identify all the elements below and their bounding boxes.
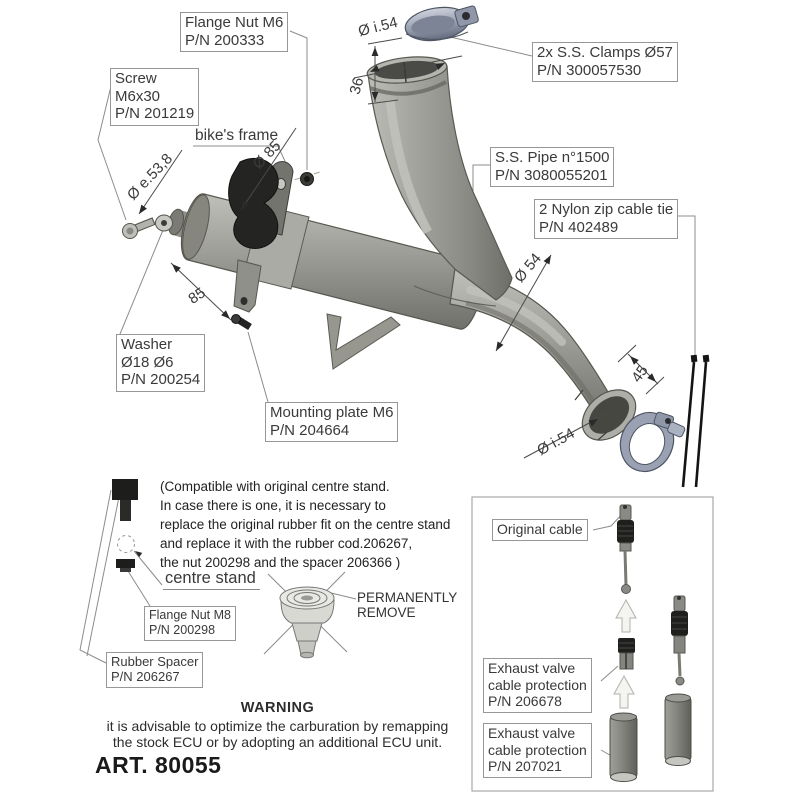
permanently-remove-line: PERMANENTLY (357, 590, 458, 605)
callout-line: P/N 206678 (488, 693, 562, 710)
callout-line: M6x30 (115, 87, 161, 105)
note-line: the nut 200298 and the spacer 206366 ) (160, 555, 401, 570)
callout-line: cable protection (488, 741, 587, 758)
callout-line: cable protection (488, 676, 587, 693)
note-line: (Compatible with original centre stand. (160, 479, 390, 494)
centre-stand-kit-drawing (112, 479, 138, 572)
bikes-frame-label: bike's frame (195, 127, 279, 144)
callout-line: P/N 200254 (121, 371, 201, 389)
cable-protection-upper-callout: Exhaust valve cable protection P/N 20667… (483, 658, 592, 713)
callout-line: Ø18 Ø6 (121, 353, 174, 371)
permanently-remove-label: PERMANENTLY REMOVE (357, 590, 457, 620)
callout-line: Exhaust valve (488, 660, 576, 676)
callout-line: Flange Nut M6 (185, 14, 284, 31)
top-clamp-drawing (404, 5, 479, 42)
zip-tie-callout: 2 Nylon zip cable tie P/N 402489 (534, 199, 679, 240)
warning-block: WARNING it is advisable to optimize the … (55, 700, 500, 750)
callout-line: P/N 200298 (149, 622, 216, 637)
washer-callout: Washer Ø18 Ø6 P/N 200254 (116, 334, 206, 393)
rubber-spacer-callout: Rubber Spacer P/N 206267 (106, 652, 204, 688)
callout-line: Mounting plate M6 (270, 404, 394, 421)
zip-ties-drawing (681, 354, 710, 488)
original-cable-callout: Original cable (492, 519, 588, 541)
callout-line: P/N 300057530 (537, 61, 642, 79)
ss-clamps-callout: 2x S.S. Clamps Ø57 P/N 300057530 (532, 42, 678, 83)
screw-callout: Screw M6x30 P/N 201219 (110, 68, 200, 127)
warning-line: the stock ECU or by adopting an addition… (112, 734, 443, 750)
callout-line: Rubber Spacer (111, 654, 199, 669)
callout-line: P/N 206267 (111, 669, 180, 685)
callout-line: P/N 207021 (488, 758, 562, 775)
cable-panel (471, 496, 714, 792)
callout-line: Washer (121, 336, 173, 353)
bottom-clamp-drawing (619, 411, 686, 473)
callout-line: P/N 201219 (115, 105, 195, 123)
callout-line: 2 Nylon zip cable tie (539, 201, 674, 218)
flange-nut-m8-callout: Flange Nut M8 P/N 200298 (144, 606, 236, 641)
callout-line: P/N 3080055201 (495, 166, 608, 184)
ss-pipe-drawing (122, 56, 637, 441)
article-number: ART. 80055 (95, 752, 222, 778)
ss-pipe-callout: S.S. Pipe n°1500 P/N 3080055201 (490, 147, 615, 188)
callout-line: 2x S.S. Clamps Ø57 (537, 44, 673, 61)
note-line: In case there is one, it is necessary to (160, 498, 386, 513)
centre-stand-note: (Compatible with original centre stand. … (160, 477, 450, 572)
callout-line: Original cable (497, 521, 583, 537)
callout-line: P/N 200333 (185, 31, 265, 49)
flange-nut-m6-callout: Flange Nut M6 P/N 200333 (180, 12, 289, 53)
callout-line: Exhaust valve (488, 725, 576, 741)
centre-stand-label: centre stand (163, 569, 260, 590)
removed-rubber-mount-drawing (263, 571, 348, 659)
note-line: and replace it with the rubber cod.20626… (160, 536, 413, 551)
mounting-plate-callout: Mounting plate M6 P/N 204664 (265, 402, 399, 443)
callout-line: P/N 204664 (270, 421, 350, 439)
callout-line: P/N 402489 (539, 218, 619, 236)
cable-protection-lower-callout: Exhaust valve cable protection P/N 20702… (483, 723, 592, 778)
note-line: replace the original rubber fit on the c… (160, 517, 451, 532)
callout-line: Screw (115, 70, 157, 87)
permanently-remove-line: REMOVE (357, 605, 416, 620)
warning-line: it is advisable to optimize the carburat… (106, 718, 449, 734)
warning-title: WARNING (240, 700, 315, 716)
callout-line: S.S. Pipe n°1500 (495, 149, 610, 166)
callout-line: Flange Nut M8 (149, 608, 231, 622)
